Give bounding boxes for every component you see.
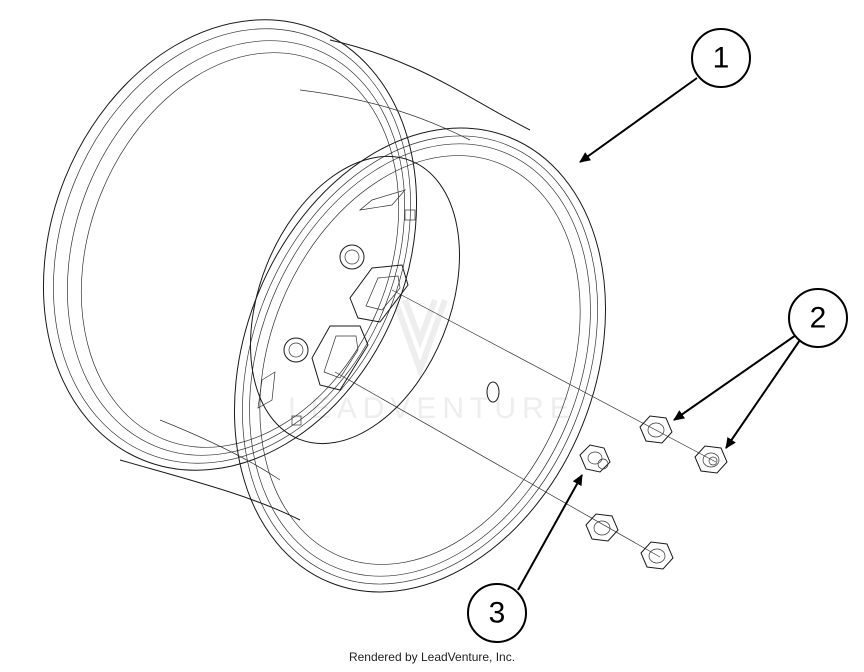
wheel-rim bbox=[42, 19, 717, 593]
lug-nut-2 bbox=[694, 445, 728, 474]
lug-nut-1 bbox=[639, 415, 673, 444]
callout-3: 3 bbox=[467, 583, 527, 643]
watermark: LEADVENTURE bbox=[288, 298, 576, 425]
arrow-2a bbox=[673, 334, 797, 421]
callout-arrows bbox=[517, 77, 801, 591]
callout-1-label: 1 bbox=[713, 42, 730, 75]
callout-2: 2 bbox=[788, 288, 848, 348]
footer-credit: Rendered by LeadVenture, Inc. bbox=[348, 650, 516, 664]
arrow-3 bbox=[517, 474, 583, 591]
lug-nut-4 bbox=[640, 541, 674, 570]
lug-nut-3 bbox=[585, 513, 619, 542]
watermark-text: LEADVENTURE bbox=[288, 392, 576, 425]
wheel-stud bbox=[579, 444, 611, 473]
callout-3-label: 3 bbox=[489, 597, 506, 630]
arrow-2b bbox=[725, 339, 801, 449]
callout-1: 1 bbox=[691, 28, 751, 88]
arrow-1 bbox=[579, 77, 698, 163]
callout-2-label: 2 bbox=[810, 302, 827, 335]
